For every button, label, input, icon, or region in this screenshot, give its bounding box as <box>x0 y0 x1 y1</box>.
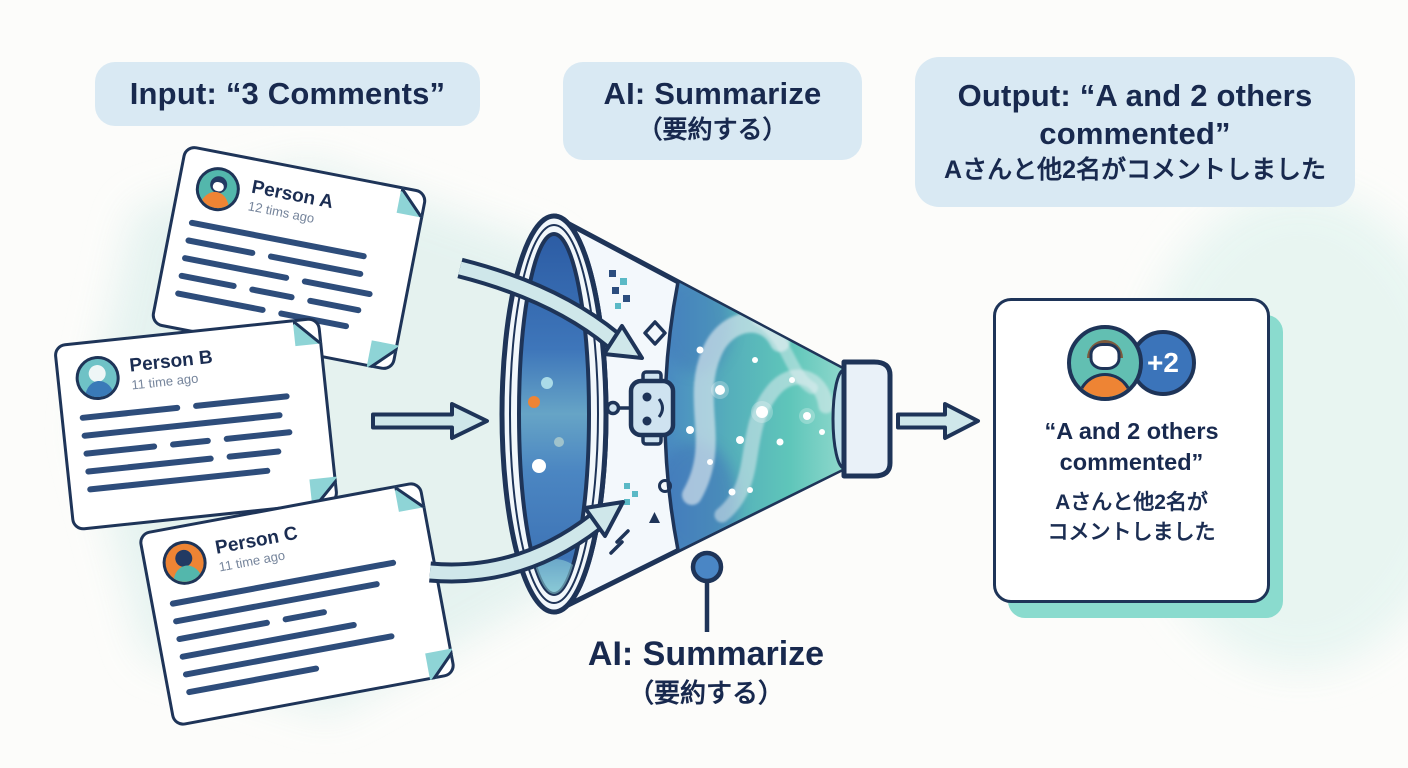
comment-card-person-b: Person B 11 time ago <box>52 316 340 532</box>
ai-label-jp-text: （要約する） <box>637 116 788 144</box>
funnel-callout-text: AI: Summarize <box>587 635 825 673</box>
ai-funnel-illustration <box>371 213 980 632</box>
input-label-text: Input: “3 Comments” <box>129 76 446 111</box>
input-label-pill: Input: “3 Comments” <box>95 62 480 126</box>
robot-icon <box>605 370 676 446</box>
ai-label-text: AI: Summarize <box>603 76 822 111</box>
output-label-pill: Output: “A and 2 others commented” Aさんと他… <box>915 57 1355 207</box>
person-b-avatar-icon <box>73 353 122 403</box>
output-label-line1: Output: “A and 2 others <box>957 78 1313 113</box>
input-arrow-top <box>457 257 644 360</box>
ai-label-pill: AI: Summarize （要約する） <box>563 62 862 160</box>
sparkle-dots <box>686 346 825 496</box>
output-summary-card: +2 “A and 2 others commented” Aさんと他2名が コ… <box>993 298 1270 603</box>
funnel-neck <box>841 359 893 479</box>
comment-text-placeholder <box>79 391 316 493</box>
callout-pin-icon <box>690 550 724 632</box>
output-label-line2: commented” <box>1039 116 1231 151</box>
summary-jp-text: Aさんと他2名が コメントしました <box>1047 491 1216 544</box>
summary-avatar-icon <box>1067 325 1143 401</box>
folded-corner-icon <box>293 317 323 347</box>
output-arrow <box>896 402 980 440</box>
person-a-avatar-icon <box>192 163 244 215</box>
funnel-callout: AI: Summarize （要約する） <box>520 634 892 710</box>
person-c-avatar-icon <box>158 537 211 589</box>
input-arrow-middle <box>371 402 489 440</box>
output-label-jp-text: Aさんと他2名がコメントしました <box>944 156 1326 184</box>
input-arrow-bottom <box>429 500 625 584</box>
summary-quote-text: “A and 2 others commented” <box>1044 418 1219 475</box>
funnel-callout-jp-text: （要約する） <box>627 678 784 708</box>
